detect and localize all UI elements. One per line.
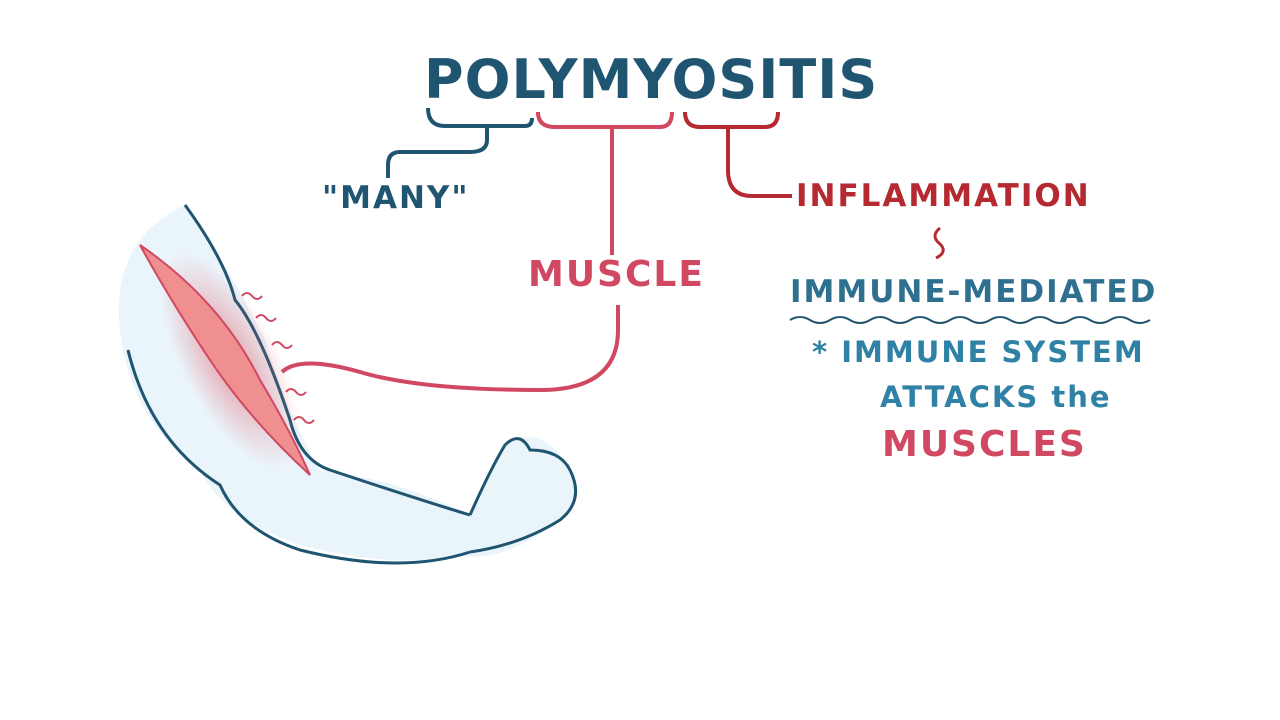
pain-marks (241, 292, 315, 424)
note-line-2: ATTACKS the (880, 380, 1112, 414)
note-line-3: MUSCLES (882, 424, 1087, 465)
note-line-1: * IMMUNE SYSTEM (812, 335, 1145, 369)
label-many: "MANY" (322, 180, 470, 216)
title-polymyositis: POLYMYOSITIS (424, 48, 879, 111)
label-muscle: MUSCLE (528, 254, 705, 295)
arm-illustration (118, 204, 578, 565)
label-immune-mediated: IMMUNE-MEDIATED (790, 274, 1158, 310)
label-inflammation: INFLAMMATION (796, 178, 1091, 214)
